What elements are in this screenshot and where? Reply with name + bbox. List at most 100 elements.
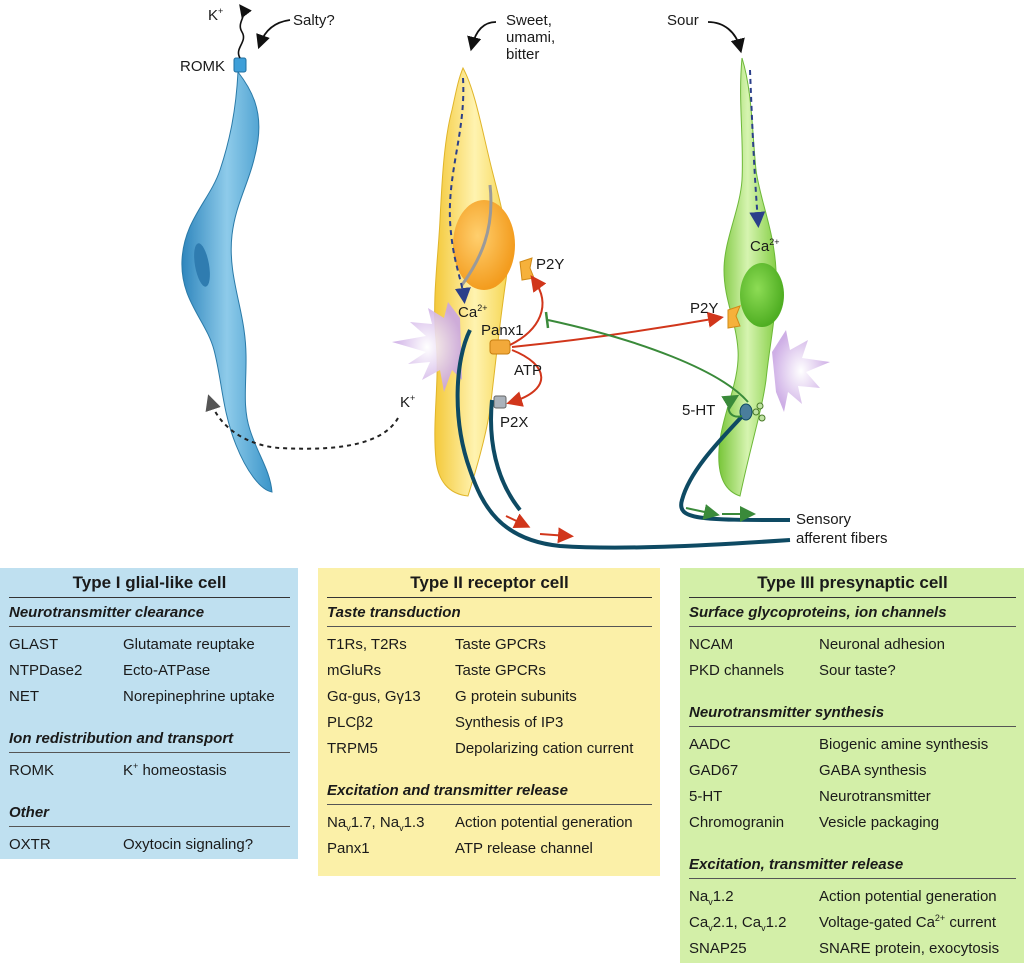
fiber-type2 xyxy=(455,329,791,550)
section-divider xyxy=(689,878,1016,879)
salty-arrow xyxy=(256,19,291,50)
k-wavy-line xyxy=(237,4,252,59)
type1-panel-title: Type I glial-like cell xyxy=(9,572,290,598)
vesicle-3 xyxy=(756,402,764,410)
row-key: T1Rs, T2Rs xyxy=(327,636,407,653)
label-p2y-left: P2Y xyxy=(536,256,565,273)
type2-burst xyxy=(392,302,462,392)
label-5ht: 5-HT xyxy=(682,402,716,419)
table-row: NCAM Neuronal adhesion xyxy=(689,635,1016,661)
type3-dashed-signal xyxy=(749,69,766,228)
row-value: Glutamate reuptake xyxy=(123,636,255,653)
row-value: Biogenic amine synthesis xyxy=(819,736,989,753)
row-key: ROMK xyxy=(9,762,54,779)
row-value: Taste GPCRs xyxy=(455,662,546,679)
sour-arrow xyxy=(707,21,745,54)
row-value: Taste GPCRs xyxy=(455,636,546,653)
row-value: Vesicle packaging xyxy=(819,814,940,831)
section-title: Other xyxy=(9,804,50,821)
row-value: G protein subunits xyxy=(455,688,577,705)
section-divider xyxy=(327,626,652,627)
section-divider xyxy=(689,626,1016,627)
atp-to-type3-arrow xyxy=(511,311,724,348)
label-panx1: Panx1 xyxy=(481,322,524,339)
label-ca-right: Ca2+ xyxy=(750,237,780,256)
row-key: Chromogranin xyxy=(689,814,785,831)
signal-red-arrow-2 xyxy=(539,527,574,544)
row-value: ATP release channel xyxy=(455,840,593,857)
label-ca-left: Ca2+ xyxy=(458,303,488,322)
type1-nucleus xyxy=(194,243,210,287)
signal-red-arrow-1 xyxy=(505,513,531,528)
label-p2x: P2X xyxy=(500,414,529,431)
row-key: PKD channels xyxy=(689,662,785,679)
label-k-mid: K+ xyxy=(400,393,416,412)
row-key: OXTR xyxy=(9,836,51,853)
table-row: OXTR Oxytocin signaling? xyxy=(9,835,290,861)
label-p2y-right: P2Y xyxy=(690,300,719,317)
section-title: Excitation and transmitter release xyxy=(327,782,568,799)
row-value: Neurotransmitter xyxy=(819,788,931,805)
panx1-channel xyxy=(489,339,511,355)
row-value: Sour taste? xyxy=(819,662,896,679)
row-key: mGluRs xyxy=(327,662,382,679)
fiber-type3 xyxy=(679,408,791,522)
row-value: Norepinephrine uptake xyxy=(123,688,275,705)
type2-panel-title: Type II receptor cell xyxy=(327,572,652,598)
section-divider xyxy=(689,726,1016,727)
table-row: NTPDase2 Ecto-ATPase xyxy=(9,661,290,687)
row-key: AADC xyxy=(689,736,731,753)
type3-terminal xyxy=(739,403,753,421)
label-sour: Sour xyxy=(667,12,699,29)
row-key: GLAST xyxy=(9,636,59,653)
row-key: NCAM xyxy=(689,636,734,653)
type3-nucleus xyxy=(740,263,784,327)
sweet-arrow xyxy=(467,21,497,52)
label-sensory-fibers: Sensory afferent fibers xyxy=(796,511,888,547)
row-value: GABA synthesis xyxy=(819,762,927,779)
vesicle-2 xyxy=(758,414,766,422)
section-title: Neurotransmitter clearance xyxy=(9,604,205,621)
atp-to-p2y-arrow xyxy=(509,275,547,346)
row-key: SNAP25 xyxy=(689,940,747,957)
5ht-inhibition-line xyxy=(547,319,749,403)
section-title: Excitation, transmitter release xyxy=(689,856,904,873)
row-value: Neuronal adhesion xyxy=(819,636,945,653)
table-row: 5-HT Neurotransmitter xyxy=(689,787,1016,813)
row-key: NTPDase2 xyxy=(9,662,83,679)
5ht-inhibition-bar xyxy=(544,311,550,329)
5ht-autocrine-arrow xyxy=(721,394,743,418)
row-key: PLCβ2 xyxy=(327,714,374,731)
p2y-right-receptor xyxy=(727,305,741,329)
row-key: TRPM5 xyxy=(327,740,378,757)
table-row: GLAST Glutamate reuptake xyxy=(9,635,290,661)
label-sweet: Sweet, umami, bitter xyxy=(506,12,556,63)
label-romk: ROMK xyxy=(180,58,225,75)
type1-cell-body xyxy=(181,70,273,493)
section-divider xyxy=(327,804,652,805)
row-value: Oxytocin signaling? xyxy=(123,836,254,853)
type2-dashed-signal xyxy=(448,77,471,304)
row-value: Ecto-ATPase xyxy=(123,662,211,679)
row-key: Nav1.2 xyxy=(689,888,734,907)
section-divider xyxy=(9,752,290,753)
type3-burst xyxy=(772,330,830,412)
signal-green-arrow-1 xyxy=(685,504,720,520)
table-row: AADC Biogenic amine synthesis xyxy=(689,735,1016,761)
section-title: Surface glycoproteins, ion channels xyxy=(689,604,947,621)
vesicle-1 xyxy=(752,408,760,416)
row-key: NET xyxy=(9,688,39,705)
row-key: Panx1 xyxy=(327,840,370,857)
section-title: Ion redistribution and transport xyxy=(9,730,234,747)
taste-cell-diagram xyxy=(181,4,830,550)
row-key: Cav2.1, Cav1.2 xyxy=(689,914,787,933)
row-key: 5-HT xyxy=(689,788,723,805)
